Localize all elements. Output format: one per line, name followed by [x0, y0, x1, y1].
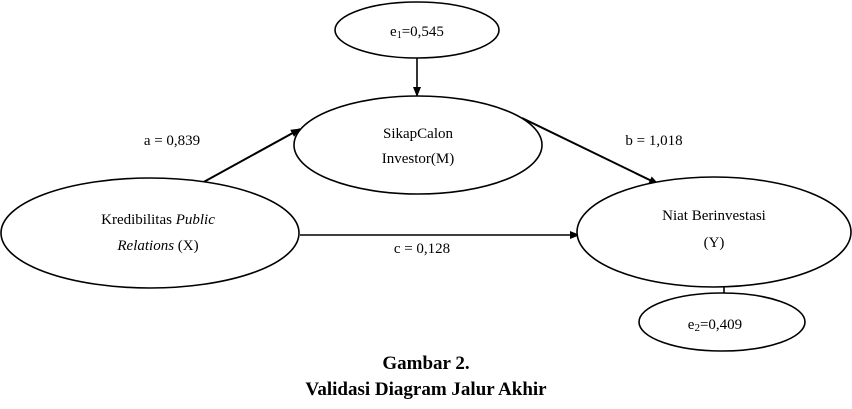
figure-caption-title: Validasi Diagram Jalur Akhir [305, 379, 547, 400]
node-y [576, 176, 852, 288]
node-m-label-line2: Investor(M) [382, 151, 454, 167]
path-b-label: b = 1,018 [625, 133, 682, 149]
node-x-label-line1: Kredibilitas Public [101, 212, 215, 228]
node-y-label-line2: (Y) [704, 235, 725, 251]
node-m-label-line1: SikapCalon [383, 126, 453, 142]
arrow-x-to-m [199, 128, 301, 185]
node-e2 [638, 292, 806, 352]
node-x-label-line2: Relations (X) [116, 238, 198, 254]
node-e2-label: e2=0,409 [688, 317, 742, 334]
path-c-label: c = 0,128 [394, 241, 450, 257]
node-y-label-line1: Niat Berinvestasi [662, 208, 766, 224]
node-e1-label: e1=0,545 [390, 24, 444, 41]
arrow-m-to-y [521, 117, 659, 185]
node-m [293, 95, 543, 195]
figure-caption-number: Gambar 2. [382, 353, 470, 374]
path-a-label: a = 0,839 [144, 133, 200, 149]
node-x [0, 177, 300, 289]
node-e1 [334, 1, 500, 59]
